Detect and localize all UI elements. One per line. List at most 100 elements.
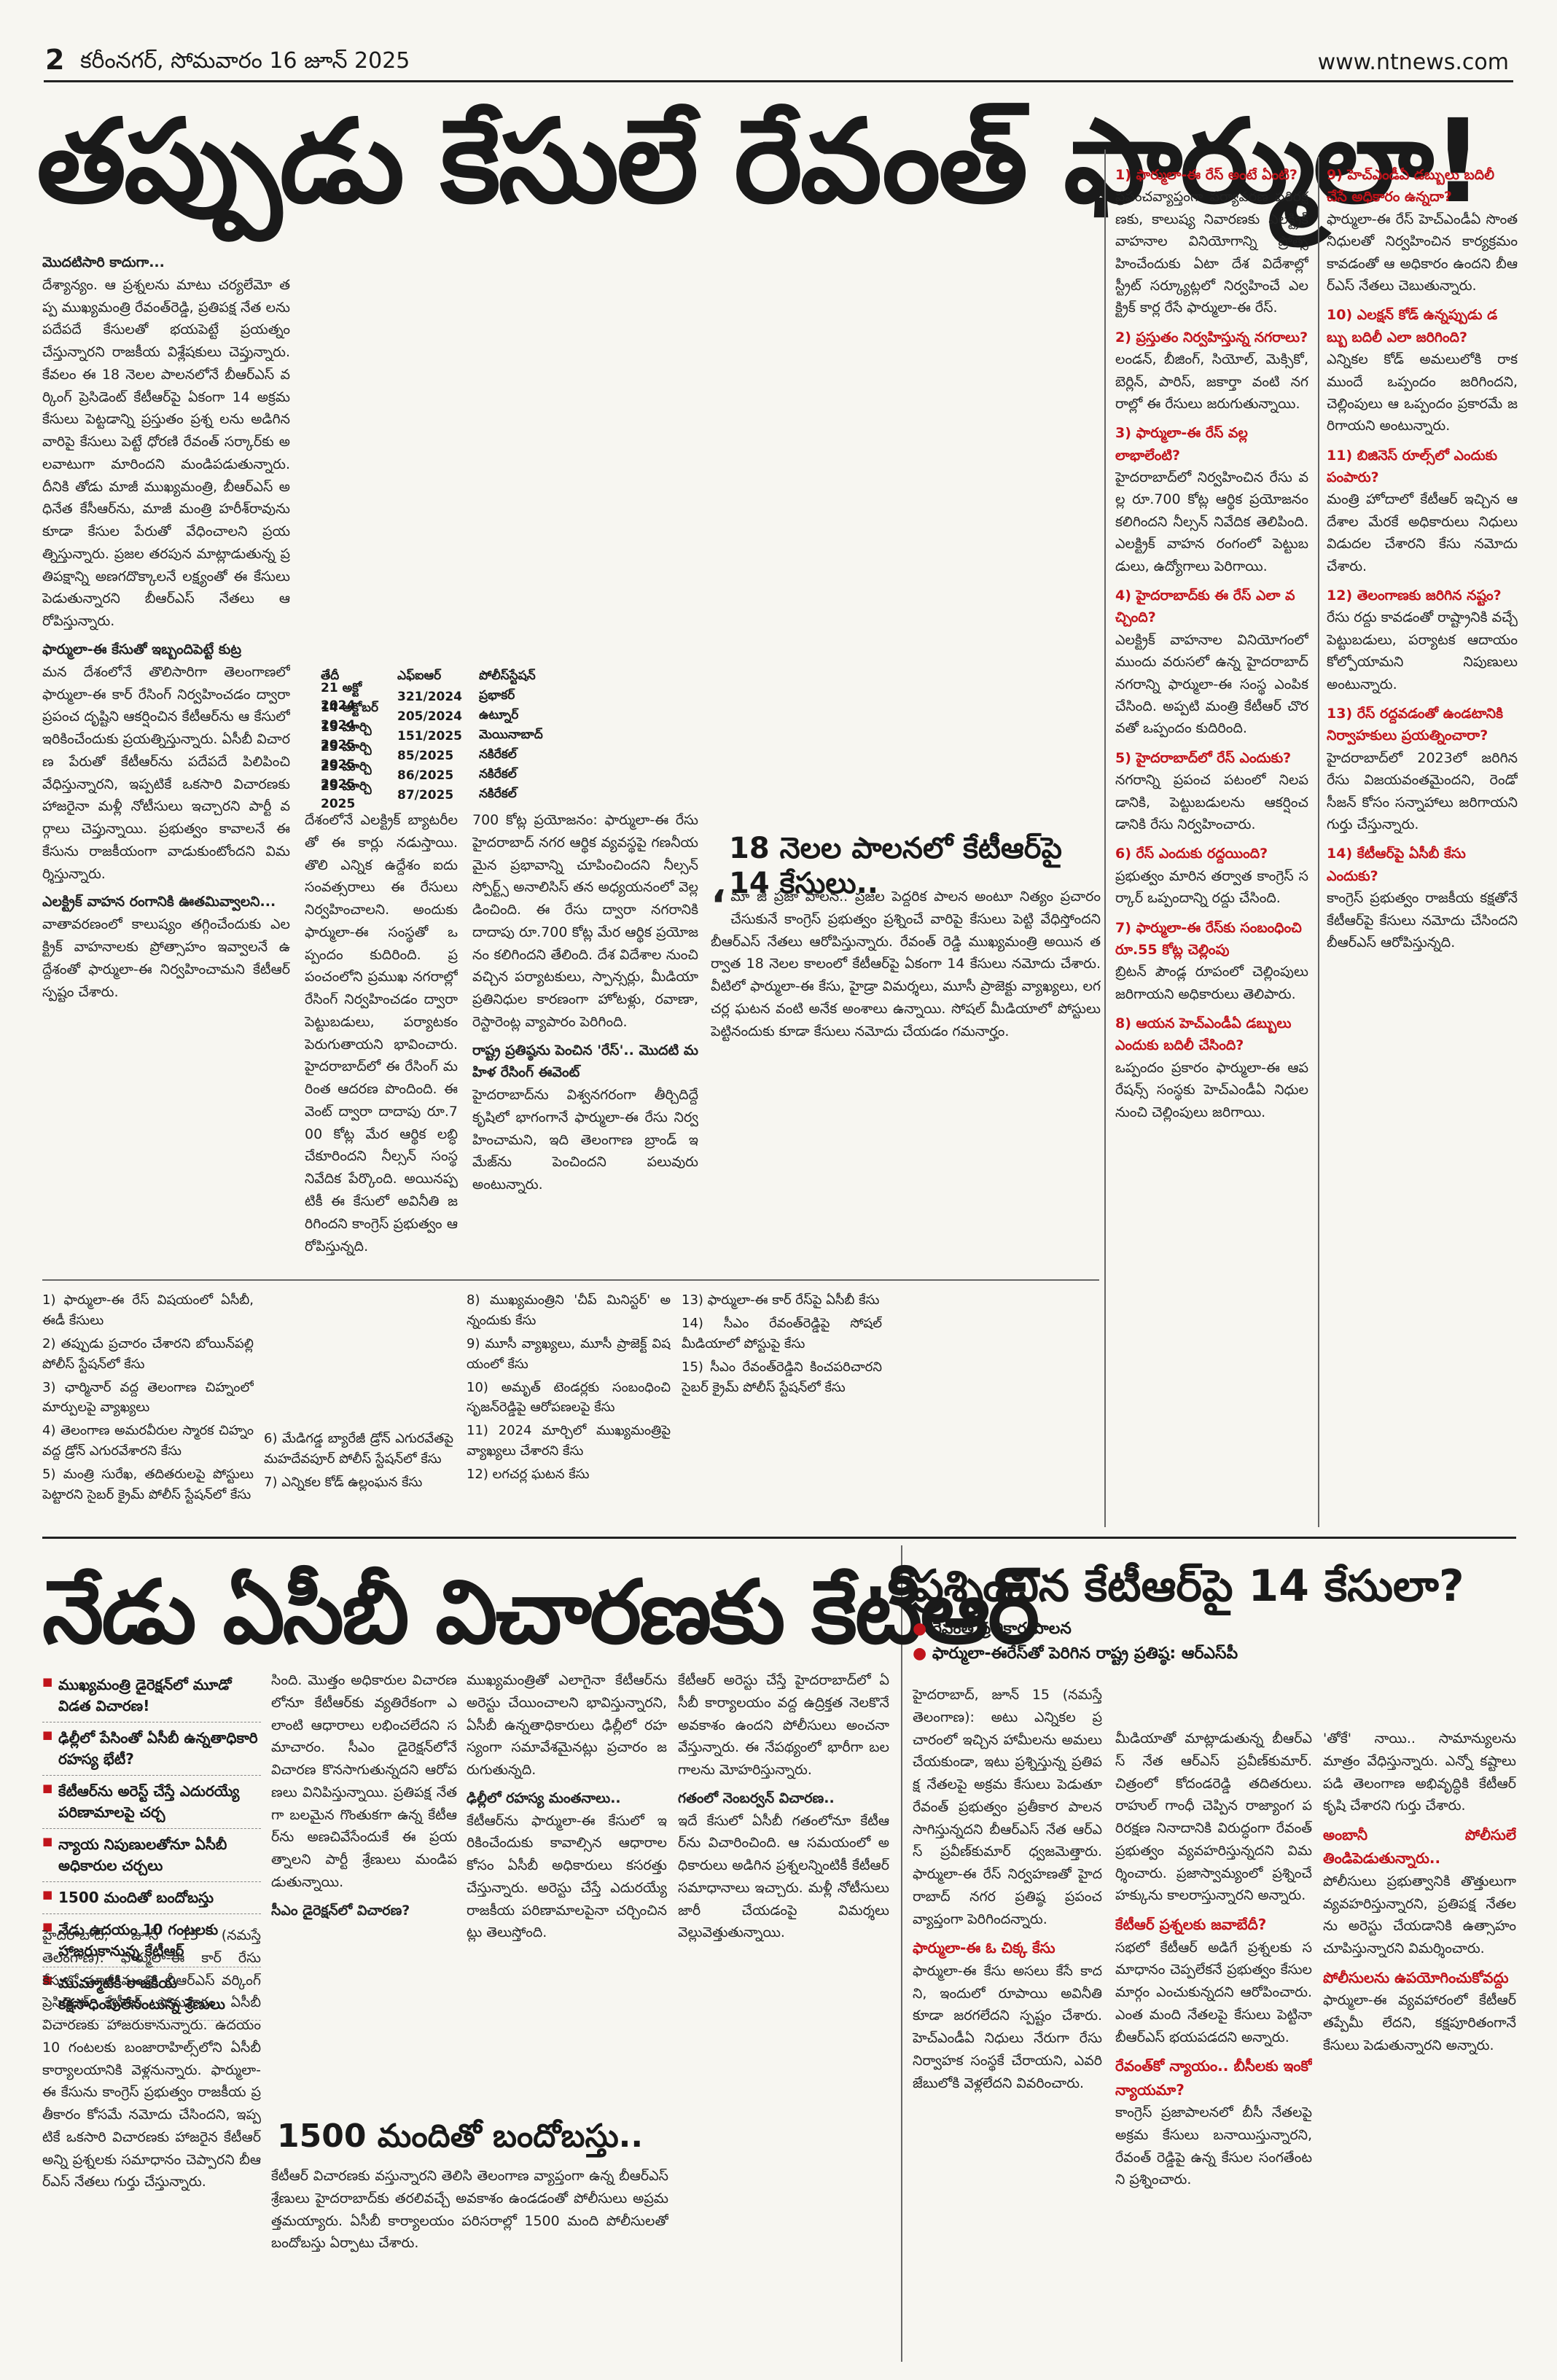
top-story-col3: 700 కోట్ల ప్రయోజనం: ఫార్ములా-ఈ రేసు హైదర… xyxy=(472,809,698,1268)
qa-answer: ఒప్పందం ప్రకారం ఫార్ములా-ఈ ఆపరేషన్స్‌ సం… xyxy=(1115,1059,1308,1120)
section-divider xyxy=(42,1537,1516,1539)
rsp-col3: 'తోకే' నాయి.. సామాన్యులను మాత్రం వేధిస్త… xyxy=(1323,1728,1516,2362)
table-row: 25 మార్చి 2025 87/2025 నకిరేకల్‌ xyxy=(321,779,758,811)
qa-question: 8) ఆయన హెచ్‌ఎండీఏ డబ్బులు ఎందుకు బదిలీ చ… xyxy=(1115,1015,1292,1054)
list-item: 1) ఫార్ములా-ఈ రేస్‌ విషయంలో ఏసీబీ, ఈడీ క… xyxy=(42,1292,254,1328)
story-highlights: రేవంత్‌ ప్రతీకార పాలన ఫార్ములా-ఈరేస్‌తో … xyxy=(913,1617,1277,1666)
body-text: ముఖ్యమంత్రితో ఎలాగైనా కేటీఆర్‌ను అరెస్టు… xyxy=(467,1672,667,1779)
qa-question: 3) ఫార్ములా-ఈ రేస్‌ వల్ల లాభాలేంటి? xyxy=(1115,425,1248,464)
table-cell: నకిరేకల్‌ xyxy=(479,766,517,781)
subheadline-1500: 1500 మందితో బందోబస్తు.. xyxy=(277,2118,644,2155)
body-text: కేటీఆర్‌ అరెస్టు చేస్తే హైదరాబాద్‌లో ఏసీ… xyxy=(678,1672,889,1779)
qa-question: 4) హైదరాబాద్‌కు ఈ రేస్‌ ఎలా వచ్చింది? xyxy=(1115,588,1295,626)
table-cell: 86/2025 xyxy=(397,768,454,783)
highlight-item: 1500 మందితో బందోబస్తు xyxy=(42,1882,261,1914)
qa-question: 5) హైదరాబాద్‌లో రేస్‌ ఎందుకు? xyxy=(1115,749,1292,766)
highlight-item: ముమ్మాటికీ రాజకీయ కక్షసాధింపులేనంటున్న శ… xyxy=(42,1967,261,2021)
table-cell: నకిరేకల్‌ xyxy=(479,786,517,801)
body-text: హైదరాబాద్‌ను విశ్వనగరంగా తీర్చిదిద్దే కృ… xyxy=(472,1087,698,1193)
table-cell: 25 మార్చి 2025 xyxy=(321,779,372,811)
subheading: ఫార్ములా-ఈ కేసుతో ఇబ్బందిపెట్టే కుట్ర xyxy=(42,641,242,658)
qa-answer: ఎలక్ట్రిక్‌ వాహనాల వినియోగంలో ముందు వరుస… xyxy=(1115,631,1308,737)
table-cell: 87/2025 xyxy=(397,787,454,803)
table-row: 21 అక్టో 2024 321/2024 ప్రభాకర్‌ xyxy=(321,681,758,713)
table-cell: 25 మార్చి 2025 xyxy=(321,739,372,772)
list-item: 3) ఛార్మినార్‌ వద్ద తెలంగాణ చిహ్నంలో మార… xyxy=(42,1379,254,1416)
main-headline: తప్పుడు కేసులే రేవంత్‌ ఫార్ములా! xyxy=(36,95,1484,229)
case-list-4: 13) ఫార్ములా-ఈ కార్‌ రేస్‌పై ఏసీబీ కేసు … xyxy=(682,1290,882,1523)
subheading: ఎలక్ట్రిక్‌ వాహన రంగానికి ఊతమివ్వాలని... xyxy=(42,894,276,910)
list-item: 13) ఫార్ములా-ఈ కార్‌ రేస్‌పై ఏసీబీ కేసు xyxy=(682,1292,880,1308)
lead-kicker: మొదటిసారి కాదుగా... xyxy=(42,254,165,270)
qa-answer: ఫార్ములా-ఈ రేస్‌ హెచ్‌ఎండీఏ సొంత నిధులతో… xyxy=(1327,211,1518,294)
list-item: 6) మేడిగడ్డ బ్యారేజీ డ్రోన్‌ ఎగురవేతపై మ… xyxy=(264,1431,453,1467)
qa-question: 12) తెలంగాణకు జరిగిన నష్టం? xyxy=(1327,588,1502,604)
table-cell: 205/2024 xyxy=(397,709,463,724)
qa-question: 7) ఫార్ములా-ఈ రేస్‌కు సంబంధించి రూ.55 కో… xyxy=(1115,919,1302,958)
qa-answer: ప్రభుత్వం మారిన తర్వాత కాంగ్రెస్‌ సర్కార… xyxy=(1115,867,1308,907)
body-text: ఇదే కేసులో ఏసీబీ గతంలోనూ కేటీఆర్‌ను విచా… xyxy=(678,1812,889,1941)
qa-column-2: 9) హెచ్‌ఎండీఏ డబ్బులు బదిలీ చేసే అధికారం… xyxy=(1327,157,1518,1527)
qa-question: 14) కేటీఆర్‌పై ఏసీబీ కేసు ఎందుకు? xyxy=(1327,846,1466,884)
table-header: తేదీ ఎఫ్‌ఐఆర్‌ పోలీస్‌స్టేషన్‌ xyxy=(321,667,758,687)
list-item: 2) తప్పుడు ప్రచారం చేశారని బోయిన్‌పల్లి … xyxy=(42,1335,254,1372)
highlight-item: ముఖ్యమంత్రి డైరెక్షన్‌లో మూడో విడత విచార… xyxy=(42,1669,261,1722)
qa-answer: బ్రిటన్‌ పౌండ్ల రూపంలో చెల్లింపులు జరిగా… xyxy=(1115,964,1308,1002)
body-text: దేశంలోనే ఎలక్ట్రిక్‌ బ్యాటరీలతో ఈ కార్లు… xyxy=(305,812,458,1255)
acb-col2: సింది. మొత్తం అధికారుల విచారణలోనూ కేటీఆర… xyxy=(271,1669,457,2107)
table-cell: ప్రభాకర్‌ xyxy=(479,687,515,703)
website-link[interactable]: www.ntnews.com xyxy=(1317,50,1509,75)
body-text: ఫార్ములా-ఈ కేసు అసలు కేసే కాదని, ఇందులో … xyxy=(913,1962,1102,2091)
body-text: కాంగ్రెస్‌ ప్రజాపాలనలో బీసీ నేతలపై అక్రమ… xyxy=(1115,2104,1312,2188)
highlight-item: న్యాయ నిపుణులతోనూ ఏసీబీ అధికారుల చర్చలు xyxy=(42,1829,261,1882)
body-text: కేటీఆర్‌ విచారణకు వస్తున్నారని తెలిసి తె… xyxy=(271,2168,668,2252)
table-cell: 85/2025 xyxy=(397,748,454,763)
acb-col1-lower: హైదరాబాద్‌, జూన్‌ 15 (నమస్తే తెలంగాణ): ఫ… xyxy=(42,1924,261,2362)
list-item: 12) లగచర్ల ఘటన కేసు xyxy=(467,1467,590,1483)
list-item: 7) ఎన్నికల కోడ్‌ ఉల్లంఘన కేసు xyxy=(264,1474,423,1490)
subheading: సీఎం డైరెక్షన్‌లో విచారణ? xyxy=(271,1902,410,1919)
subheading: అంబానీ పోలీసులే తిండిపెడుతున్నారు.. xyxy=(1323,1826,1516,1868)
body-text: ఫార్ములా-ఈ వ్యవహారంలో కేటీఆర్‌ తప్పేమీ ల… xyxy=(1323,1992,1516,2053)
table-header-cell: పోలీస్‌స్టేషన్‌ xyxy=(479,668,536,683)
body-text: 700 కోట్ల ప్రయోజనం: ఫార్ములా-ఈ రేసు హైదర… xyxy=(472,812,698,1030)
rsp-col1: హైదరాబాద్‌, జూన్‌ 15 (నమస్తే తెలంగాణ): అ… xyxy=(913,1684,1102,2362)
subheading: కేటీఆర్‌ ప్రశ్నలకు జవాబేదీ? xyxy=(1115,1916,1267,1934)
list-item: 8) ముఖ్యమంత్రిని 'చీప్‌ మినిస్టర్‌' అన్న… xyxy=(467,1292,671,1328)
masthead-date: కరీంనగర్‌, సోమవారం 16 జూన్‌ 2025 xyxy=(80,48,410,74)
table-row: 25 మార్చి 2025 85/2025 నకిరేకల్‌ xyxy=(321,740,758,772)
body-text: మన దేశంలోనే తొలిసారిగా తెలంగాణలో ఫార్ముల… xyxy=(42,663,290,882)
highlight-item: నేడు ఉదయం 10 గంటలకు హాజరుకానున్న కేటీఆర్… xyxy=(42,1914,261,1967)
body-text: 'తోకే' నాయి.. సామాన్యులను మాత్రం వేధిస్త… xyxy=(1323,1731,1516,1814)
table-cell: 25 మార్చి 2025 xyxy=(321,759,372,792)
body-text: సభలో కేటీఆర్‌ అడిగే ప్రశ్నలకు సమాధానం చె… xyxy=(1115,1939,1312,2045)
acb-1500-body: కేటీఆర్‌ విచారణకు వస్తున్నారని తెలిసి తె… xyxy=(271,2165,668,2362)
qa-question: 10) ఎలక్షన్‌ కోడ్‌ ఉన్నప్పుడు డబ్బు బదిల… xyxy=(1327,307,1498,346)
qa-answer: లండన్‌, బీజింగ్‌, సియోల్‌, మెక్సికో, బెర… xyxy=(1115,351,1308,412)
body-text: మీడియాతో మాట్లాడుతున్న బీఆర్‌ఎస్‌ నేత ఆర… xyxy=(1115,1731,1312,1904)
table-cell: 21 అక్టో 2024 xyxy=(321,680,362,713)
top-story-col4: ‘ మా జీ ప్రజా పాలన.. ప్రజల పెద్దరిక పాలన… xyxy=(711,886,1101,1268)
list-item: 5) మంత్రి సురేఖ, తదితరులపై పోస్టులు పెట్… xyxy=(42,1467,254,1503)
section-divider xyxy=(42,1279,1099,1281)
body-text: వాతావరణంలో కాలుష్యం తగ్గించేందుకు ఎలక్ట్… xyxy=(42,916,290,1000)
table-row: 25 మార్చి 2025 86/2025 నకిరేకల్‌ xyxy=(321,760,758,792)
column-divider xyxy=(1104,149,1106,1527)
highlight-item: కేటీఆర్‌ను అరెస్ట్‌ చేస్తే ఎదురయ్యే పరిణ… xyxy=(42,1776,261,1829)
highlight-item: ఢిల్లీలో పేసింతో ఏసీబీ ఉన్నతాధికారి రహస్… xyxy=(42,1722,261,1776)
qa-answer: హైదరాబాద్‌లో నిర్వహించిన రేసు వల్ల రూ.70… xyxy=(1115,469,1308,574)
table-cell: 15 మార్చి 2025 xyxy=(321,719,372,752)
acb-col4: కేటీఆర్‌ అరెస్టు చేస్తే హైదరాబాద్‌లో ఏసీ… xyxy=(678,1669,889,2362)
rsp-col2: మీడియాతో మాట్లాడుతున్న బీఆర్‌ఎస్‌ నేత ఆర… xyxy=(1115,1728,1312,2362)
case-list-1: 1) ఫార్ములా-ఈ రేస్‌ విషయంలో ఏసీబీ, ఈడీ క… xyxy=(42,1290,254,1523)
top-story-col2: దేశంలోనే ఎలక్ట్రిక్‌ బ్యాటరీలతో ఈ కార్లు… xyxy=(305,809,458,1268)
qa-question: 2) ప్రస్తుతం నిర్వహిస్తున్న నగరాలు? xyxy=(1115,329,1308,346)
table-cell: నకిరేకల్‌ xyxy=(479,746,517,762)
list-item: 15) సీఎం రేవంత్‌రెడ్డిని కించపరిచారని సై… xyxy=(682,1359,882,1395)
body-text: హైదరాబాద్‌, జూన్‌ 15 (నమస్తే తెలంగాణ): ఫ… xyxy=(42,1927,261,2190)
highlight-item: రేవంత్‌ ప్రతీకార పాలన xyxy=(913,1617,1277,1642)
qa-answer: హైదరాబాద్‌లో 2023లో జరిగిన రేసు విజయవంతమ… xyxy=(1327,749,1518,832)
qa-question: 6) రేస్‌ ఎందుకు రద్దయింది? xyxy=(1115,846,1268,862)
body-text: పోలీసులు ప్రభుత్వానికి తొత్తులుగా వ్యవహర… xyxy=(1323,1873,1516,1957)
table-cell: 151/2025 xyxy=(397,728,463,744)
